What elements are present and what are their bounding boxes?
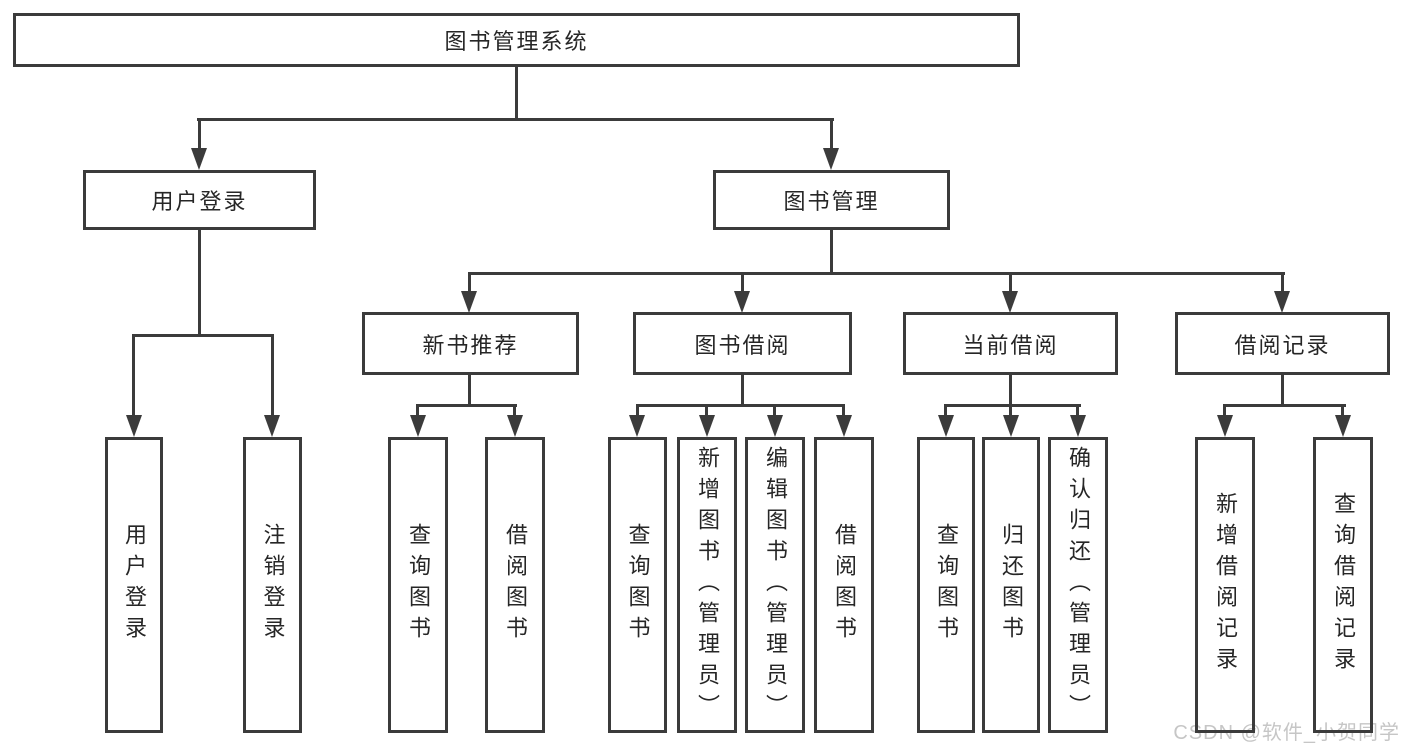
connector-book-borrow-drop-1 bbox=[636, 404, 639, 417]
node-user-login-label: 用户登录 bbox=[151, 189, 248, 214]
leaf-bb-add-book-admin: 新增图书（管理员） bbox=[677, 437, 737, 733]
leaf-cb-return-books: 归还图书 bbox=[982, 437, 1040, 733]
arrowhead-current-borrow bbox=[1002, 291, 1018, 313]
connector-drop-book-borrow bbox=[741, 272, 744, 293]
connector-current-borrow-drop-2 bbox=[1009, 404, 1012, 417]
connector-user-login-stem bbox=[198, 230, 201, 337]
connector-new-book-drop-2 bbox=[513, 404, 516, 417]
arrowhead-cb-return bbox=[1003, 415, 1019, 437]
connector-book-borrow-drop-4 bbox=[842, 404, 845, 417]
node-library-system-label: 图书管理系统 bbox=[444, 29, 589, 54]
leaf-bb-borrow-books: 借阅图书 bbox=[814, 437, 874, 733]
leaf-cb-query-books: 查询图书 bbox=[917, 437, 975, 733]
arrowhead-bb-edit bbox=[767, 415, 783, 437]
leaf-bb-edit-book-admin: 编辑图书（管理员） bbox=[745, 437, 805, 733]
connector-book-borrow-bus bbox=[636, 404, 845, 407]
connector-book-borrow-stem bbox=[741, 375, 744, 407]
connector-current-borrow-drop-1 bbox=[944, 404, 947, 417]
node-book-borrow-label: 图书借阅 bbox=[694, 332, 791, 358]
node-new-book: 新书推荐 bbox=[362, 312, 579, 375]
leaf-br-query-record-label: 查询借阅记录 bbox=[1331, 492, 1356, 678]
leaf-cb-confirm-return-admin-label: 确认归还（管理员） bbox=[1066, 445, 1091, 725]
node-current-borrow: 当前借阅 bbox=[903, 312, 1118, 375]
connector-root-stem bbox=[515, 67, 518, 120]
leaf-nb-borrow-books: 借阅图书 bbox=[485, 437, 545, 733]
leaf-bb-add-book-admin-label: 新增图书（管理员） bbox=[695, 445, 720, 725]
node-book-mgmt: 图书管理 bbox=[713, 170, 950, 230]
leaf-bb-query-books-label: 查询图书 bbox=[625, 523, 651, 647]
arrowhead-new-book bbox=[461, 291, 477, 313]
connector-current-borrow-drop-3 bbox=[1076, 404, 1079, 417]
connector-root-bus bbox=[197, 118, 834, 121]
arrowhead-book-borrow bbox=[734, 291, 750, 313]
leaf-bb-edit-book-admin-label: 编辑图书（管理员） bbox=[763, 445, 788, 725]
arrowhead-leaf-login bbox=[126, 415, 142, 437]
leaf-nb-query-books: 查询图书 bbox=[388, 437, 448, 733]
connector-drop-borrow-records bbox=[1281, 272, 1284, 293]
connector-new-book-bus bbox=[416, 404, 517, 407]
connector-borrow-records-stem bbox=[1281, 375, 1284, 407]
node-book-mgmt-label: 图书管理 bbox=[783, 189, 880, 214]
csdn-watermark: CSDN @软件_小贺同学 bbox=[1173, 722, 1400, 744]
arrowhead-cb-confirm bbox=[1070, 415, 1086, 437]
leaf-cb-confirm-return-admin: 确认归还（管理员） bbox=[1048, 437, 1108, 733]
arrowhead-bb-borrow bbox=[836, 415, 852, 437]
arrowhead-cb-query bbox=[938, 415, 954, 437]
connector-book-mgmt-stem bbox=[830, 230, 833, 275]
connector-user-login-drop-2 bbox=[271, 334, 274, 416]
connector-borrow-records-bus bbox=[1223, 404, 1346, 407]
connector-root-drop-right bbox=[830, 118, 833, 150]
arrowhead-book-mgmt bbox=[823, 148, 839, 170]
leaf-bb-borrow-books-label: 借阅图书 bbox=[832, 523, 857, 647]
connector-user-login-drop-1 bbox=[132, 334, 135, 416]
connector-new-book-drop-1 bbox=[416, 404, 419, 417]
leaf-logout: 注销登录 bbox=[243, 437, 302, 733]
leaf-br-query-record: 查询借阅记录 bbox=[1313, 437, 1373, 733]
node-book-borrow: 图书借阅 bbox=[633, 312, 852, 375]
arrowhead-borrow-records bbox=[1274, 291, 1290, 313]
leaf-logout-label: 注销登录 bbox=[260, 523, 286, 647]
connector-borrow-records-drop-1 bbox=[1223, 404, 1226, 417]
connector-drop-current-borrow bbox=[1009, 272, 1012, 293]
leaf-br-add-record-label: 新增借阅记录 bbox=[1213, 492, 1238, 678]
connector-borrow-records-drop-2 bbox=[1341, 404, 1344, 417]
leaf-bb-query-books: 查询图书 bbox=[608, 437, 667, 733]
connector-book-borrow-drop-3 bbox=[773, 404, 776, 417]
node-new-book-label: 新书推荐 bbox=[422, 332, 519, 358]
connector-root-drop-left bbox=[198, 118, 201, 150]
leaf-nb-query-books-label: 查询图书 bbox=[406, 523, 431, 647]
arrowhead-nb-borrow bbox=[507, 415, 523, 437]
node-library-system: 图书管理系统 bbox=[13, 13, 1020, 67]
node-user-login: 用户登录 bbox=[83, 170, 316, 230]
node-borrow-records-label: 借阅记录 bbox=[1234, 332, 1331, 358]
node-current-borrow-label: 当前借阅 bbox=[962, 332, 1059, 358]
arrowhead-user-login bbox=[191, 148, 207, 170]
arrowhead-leaf-logout bbox=[264, 415, 280, 437]
leaf-cb-query-books-label: 查询图书 bbox=[934, 523, 959, 647]
leaf-br-add-record: 新增借阅记录 bbox=[1195, 437, 1255, 733]
leaf-cb-return-books-label: 归还图书 bbox=[999, 523, 1024, 647]
leaf-user-login-label: 用户登录 bbox=[122, 523, 147, 647]
connector-book-mgmt-bus bbox=[468, 272, 1285, 275]
arrowhead-br-query bbox=[1335, 415, 1351, 437]
connector-drop-new-book bbox=[468, 272, 471, 293]
arrowhead-bb-add bbox=[699, 415, 715, 437]
leaf-user-login: 用户登录 bbox=[105, 437, 163, 733]
connector-new-book-stem bbox=[468, 375, 471, 407]
arrowhead-bb-query bbox=[629, 415, 645, 437]
connector-book-borrow-drop-2 bbox=[705, 404, 708, 417]
connector-current-borrow-bus bbox=[944, 404, 1081, 407]
leaf-nb-borrow-books-label: 借阅图书 bbox=[503, 523, 528, 647]
node-borrow-records: 借阅记录 bbox=[1175, 312, 1390, 375]
arrowhead-nb-query bbox=[410, 415, 426, 437]
arrowhead-br-add bbox=[1217, 415, 1233, 437]
connector-current-borrow-stem bbox=[1009, 375, 1012, 407]
connector-user-login-bus bbox=[132, 334, 274, 337]
